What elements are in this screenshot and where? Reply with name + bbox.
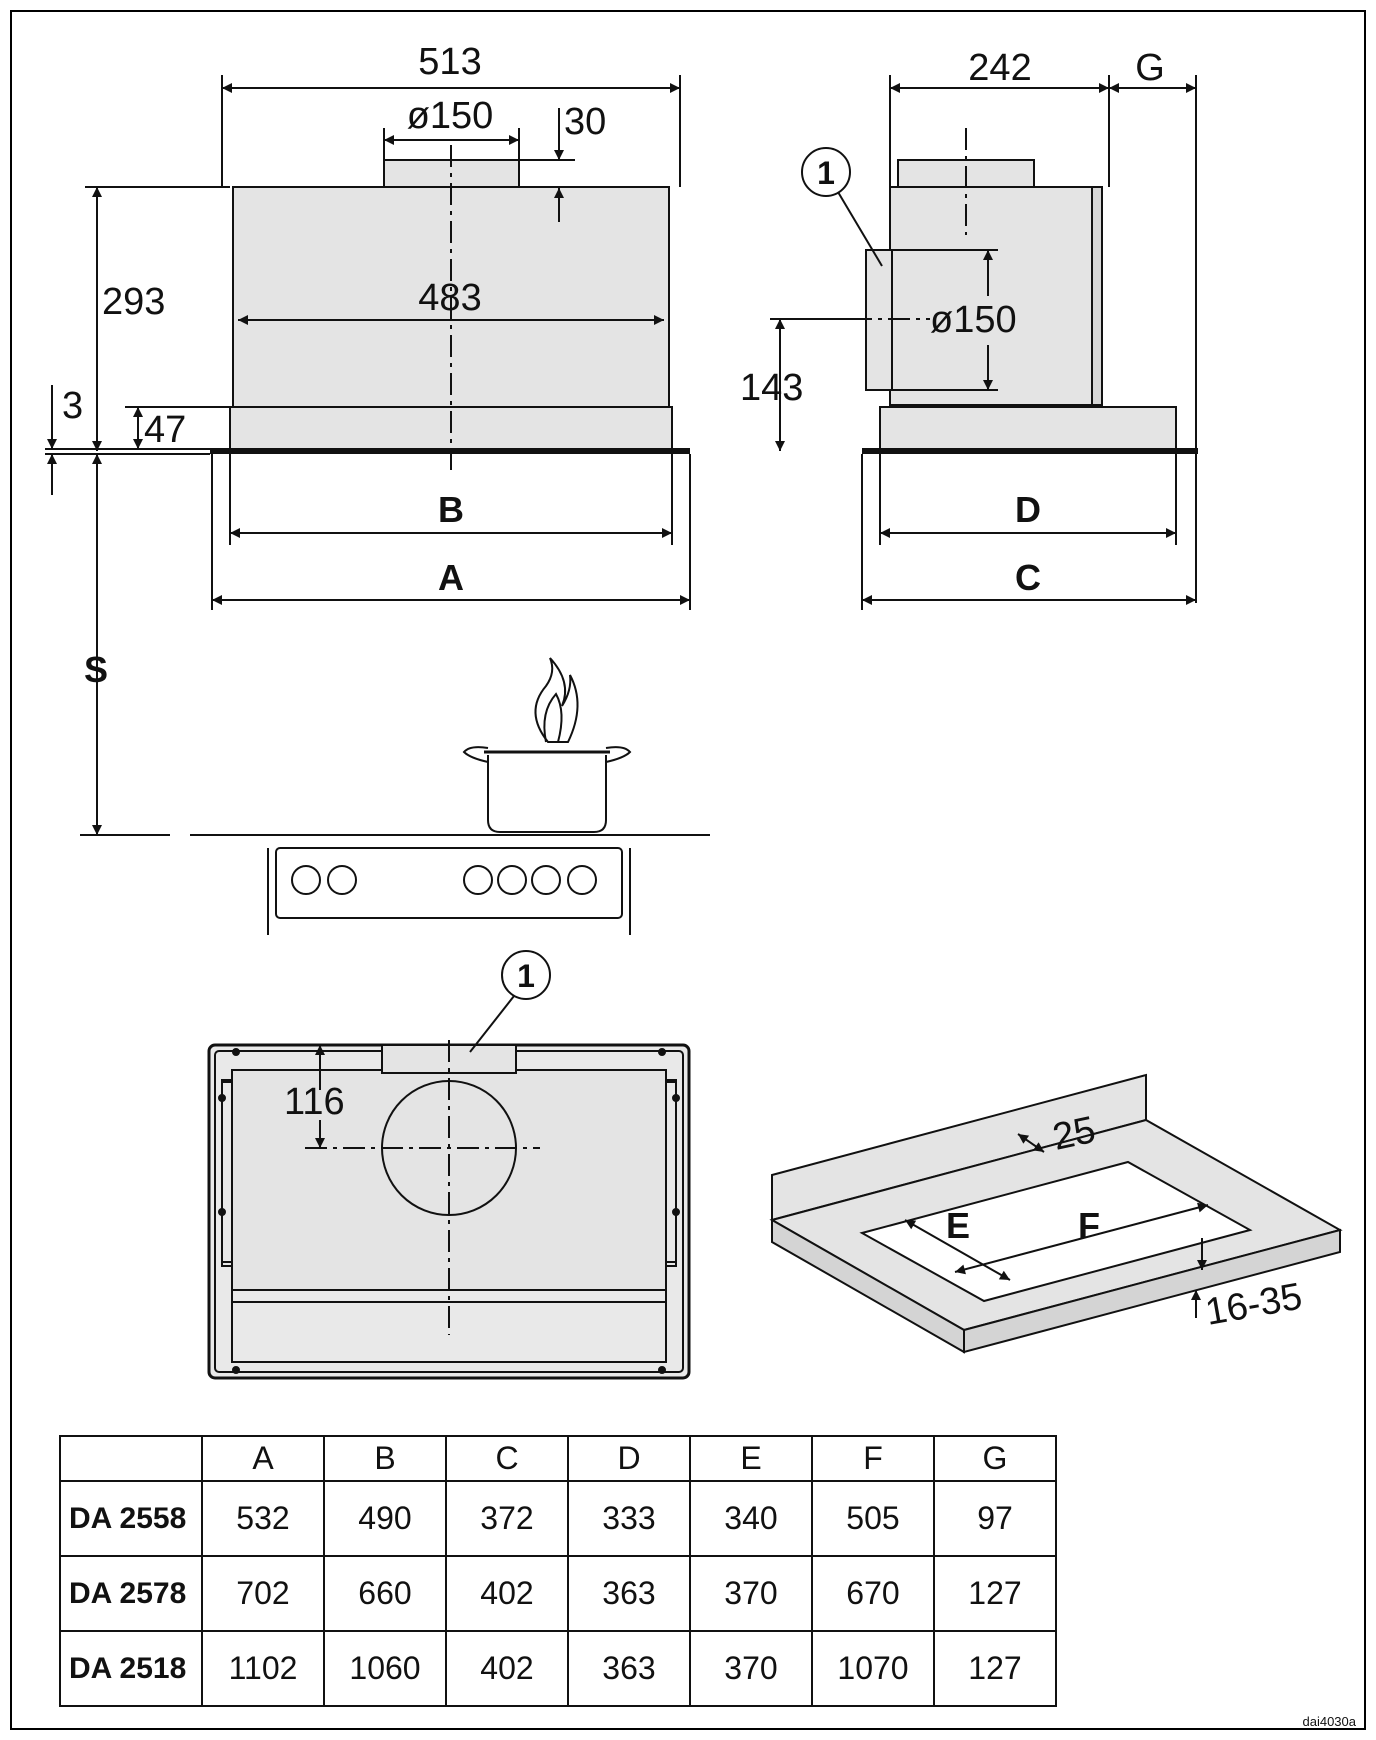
label-inner-width-483: 483: [418, 277, 481, 319]
column-header-c: C: [445, 1435, 569, 1482]
column-header-b: B: [323, 1435, 447, 1482]
top-callout-circle: [501, 950, 551, 1000]
table-corner-cell: [59, 1435, 203, 1482]
table-cell: 490: [323, 1480, 447, 1557]
table-cell: 370: [689, 1555, 813, 1632]
table-cell: 670: [811, 1555, 935, 1632]
cutout-view: [769, 1073, 1343, 1354]
flame-icon: [534, 657, 579, 743]
table-cell: 1060: [323, 1630, 447, 1707]
table-cell: 1102: [201, 1630, 325, 1707]
row-model: DA 2518: [59, 1630, 203, 1707]
table-cell: 333: [567, 1480, 691, 1557]
label-duct-height-30: 30: [564, 101, 606, 143]
label-lower-47: 47: [144, 409, 186, 451]
label-trim-3: 3: [62, 385, 83, 427]
label-letter-e: E: [946, 1205, 970, 1246]
table-cell: 372: [445, 1480, 569, 1557]
side-front-panel: [1091, 186, 1103, 406]
table-row: DA 2558 532 490 372 333 340 505 97: [59, 1480, 1057, 1557]
label-side-callout-1: 1: [817, 155, 835, 191]
table-cell: 1070: [811, 1630, 935, 1707]
table-cell: 363: [567, 1555, 691, 1632]
table-cell: 505: [811, 1480, 935, 1557]
table-cell: 340: [689, 1480, 813, 1557]
cooktop-illustration: [190, 657, 710, 935]
side-lower-part: [879, 406, 1177, 450]
table-cell: 363: [567, 1630, 691, 1707]
table-header-row: A B C D E F G: [59, 1435, 1057, 1482]
footer-code: dai4030a: [1303, 1714, 1357, 1729]
pot: [487, 755, 607, 833]
label-height-143: 143: [740, 367, 803, 409]
top-view: [207, 950, 691, 1380]
row-model: DA 2578: [59, 1555, 203, 1632]
side-hood-body: [889, 186, 1101, 406]
label-width-513: 513: [418, 41, 481, 83]
column-header-e: E: [689, 1435, 813, 1482]
table-row: DA 2578 702 660 402 363 370 670 127: [59, 1555, 1057, 1632]
label-letter-g: G: [1135, 47, 1165, 89]
front-view: [45, 75, 691, 836]
label-letter-c: C: [1015, 557, 1041, 598]
row-model: DA 2558: [59, 1480, 203, 1557]
label-front-duct-diameter: ø150: [407, 95, 494, 137]
table-row: DA 2518 1102 1060 402 363 370 1070 127: [59, 1630, 1057, 1707]
dimensions-table: A B C D E F G DA 2558 532 490 372 333 34…: [59, 1435, 1057, 1707]
table-cell: 402: [445, 1630, 569, 1707]
column-header-f: F: [811, 1435, 935, 1482]
column-header-a: A: [201, 1435, 325, 1482]
label-letter-b: B: [438, 489, 464, 530]
label-height-293: 293: [102, 281, 165, 323]
label-letter-a: A: [438, 557, 464, 598]
cooktop-control-panel: [275, 847, 623, 919]
table-cell: 127: [933, 1630, 1057, 1707]
table-cell: 402: [445, 1555, 569, 1632]
side-callout-circle: [801, 147, 851, 197]
table-cell: 370: [689, 1630, 813, 1707]
table-cell: 660: [323, 1555, 447, 1632]
column-header-d: D: [567, 1435, 691, 1482]
label-side-duct-diameter: ø150: [930, 299, 1017, 341]
table-cell: 97: [933, 1480, 1057, 1557]
label-offset-116: 116: [284, 1081, 345, 1123]
table-cell: 702: [201, 1555, 325, 1632]
label-letter-f: F: [1078, 1205, 1100, 1246]
label-letter-d: D: [1015, 489, 1041, 530]
label-letter-s: S: [84, 649, 108, 690]
column-header-g: G: [933, 1435, 1057, 1482]
table-cell: 532: [201, 1480, 325, 1557]
label-top-callout-1: 1: [517, 958, 535, 994]
label-margin-25: 25: [1049, 1109, 1099, 1159]
table-cell: 127: [933, 1555, 1057, 1632]
page-frame: [10, 10, 1366, 1730]
side-view: [770, 75, 1198, 610]
label-depth-242: 242: [968, 47, 1031, 89]
